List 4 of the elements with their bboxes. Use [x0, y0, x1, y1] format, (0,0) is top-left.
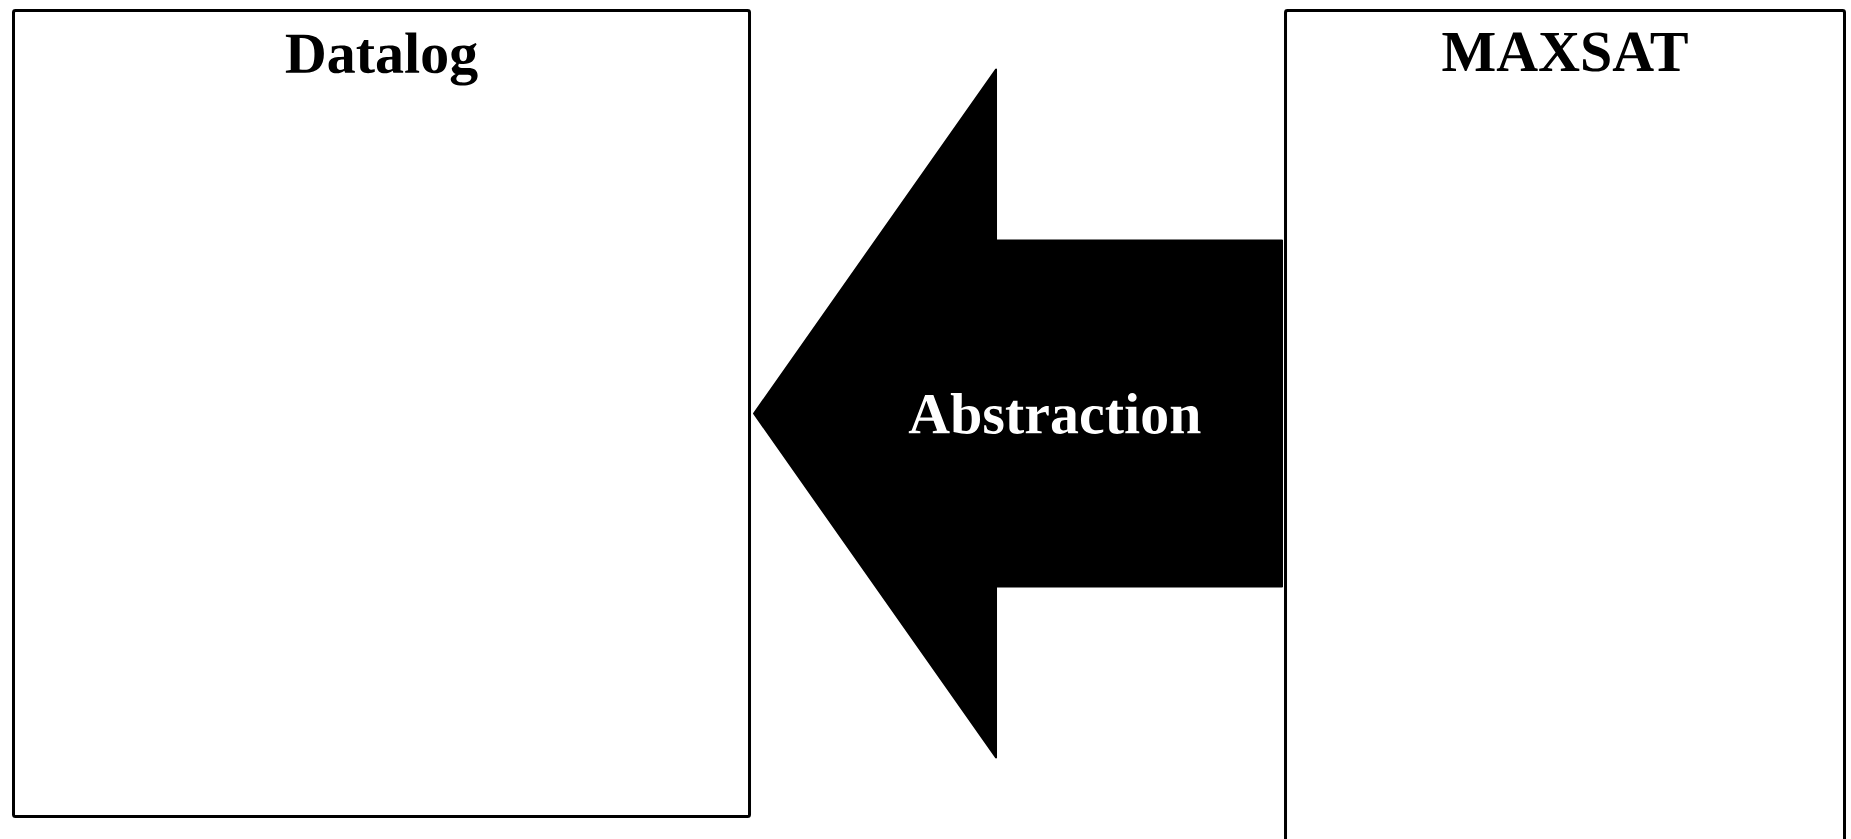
panel-box: MAXSAT [1284, 9, 1846, 839]
panel-box: Datalog [12, 9, 751, 818]
block-arrow [753, 68, 1283, 759]
edge-label: Abstraction [908, 393, 1201, 434]
